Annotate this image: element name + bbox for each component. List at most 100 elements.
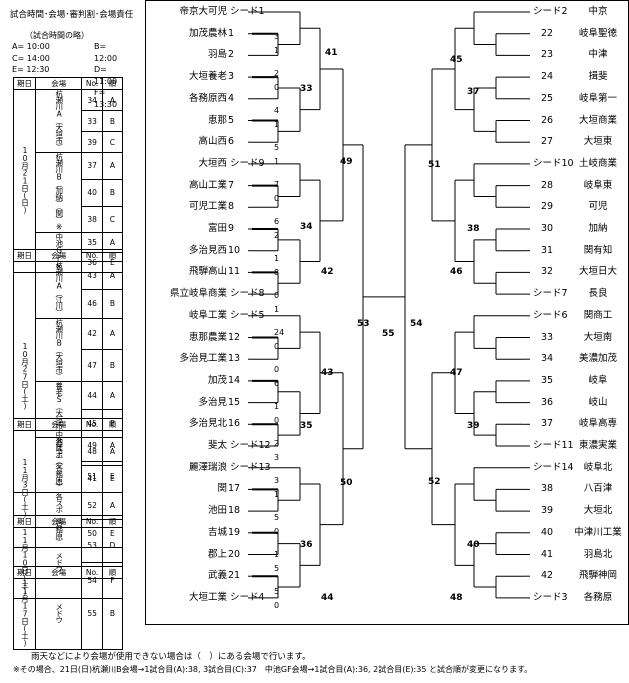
right-team-seed: 32 (541, 266, 554, 278)
left-score: 0 (274, 365, 280, 374)
match-number-cell: 53 (81, 526, 103, 564)
left-team-seed: シード13 (230, 461, 271, 473)
left-score: 1 (274, 157, 280, 166)
schedule-header-no: No. (81, 566, 103, 579)
left-team-name: 大垣養老 (188, 71, 227, 83)
left-team-name: 多治見工業 (179, 353, 227, 365)
right-team-seed: 27 (541, 136, 554, 148)
right-team-seed: 22 (541, 27, 554, 39)
left-score: 5 (274, 143, 280, 152)
right-team-name: 関商工 (583, 309, 613, 321)
right-team-seed: 38 (541, 483, 554, 495)
match-number-label: 51 (428, 160, 441, 170)
left-team-seed: 9 (228, 223, 235, 234)
right-team-seed: 39 (541, 505, 554, 517)
right-team-name: 岐阜聖徳 (578, 27, 617, 39)
left-team-seed: 4 (228, 92, 235, 104)
match-number-label: 48 (450, 593, 463, 603)
match-number-cell: 52 (81, 491, 103, 520)
left-score: 5 (274, 513, 280, 522)
time-c: C= 14:00 (12, 53, 50, 63)
match-number-label: 38 (467, 224, 480, 234)
right-team-seed: 30 (541, 223, 554, 234)
right-team-name: 飛騨神岡 (578, 570, 617, 582)
schedule-venue: 中池陸上（・・・） (54, 431, 64, 490)
left-score: 1 (274, 254, 280, 263)
right-team-name: 関有知 (583, 244, 613, 256)
left-team-seed: 10 (228, 244, 241, 256)
left-team-seed: シード12 (230, 440, 271, 451)
left-score: 6 (274, 379, 280, 388)
left-team-seed: 16 (228, 418, 241, 430)
left-team-seed: 2 (228, 49, 235, 61)
match-number-label: 55 (382, 329, 395, 339)
schedule-venue: メドウ (54, 552, 64, 572)
left-team-seed: 15 (228, 396, 241, 408)
match-number-label: 39 (467, 421, 480, 431)
right-team-name: 八百津 (583, 483, 613, 495)
time-e: E= 12:30 (12, 65, 50, 74)
note-change: ※その場合、21日(日)杭瀬川B会場→1試合目(A):38, 3試合目(C):3… (13, 665, 533, 674)
right-team-name: 東濃実業 (578, 440, 617, 451)
left-score: 1 (274, 550, 280, 559)
note-rain: 雨天などにより会場が使用できない場合は（ ）にある会場で行います。 (31, 652, 311, 662)
schedule-venue: メドウ (54, 603, 64, 623)
right-team-name: 可児 (588, 201, 608, 213)
match-number-label: 47 (450, 368, 463, 378)
right-team-name: 岐阜 (588, 374, 608, 386)
right-team-seed: シード3 (533, 591, 568, 603)
left-score: 2 (274, 231, 280, 240)
schedule-venue: 杭瀬川A（大垣市） (54, 90, 64, 150)
right-team-seed: 26 (541, 114, 554, 126)
left-score: 1 (274, 46, 280, 55)
left-team-name: 岐阜工業 (188, 309, 227, 321)
match-order-cell: B (101, 289, 124, 319)
left-team-seed: 21 (228, 570, 241, 582)
left-score: 24 (274, 328, 285, 337)
match-number-label: 44 (321, 593, 334, 603)
right-team-name: 岐阜東 (583, 179, 613, 191)
right-team-name: 揖斐 (588, 71, 608, 83)
left-team-name: 飛騨高山 (188, 266, 227, 278)
right-team-seed: 29 (541, 201, 554, 213)
right-team-seed: 35 (541, 374, 554, 386)
right-team-seed: シード2 (533, 6, 568, 17)
time-a: A= 10:00 (12, 42, 50, 51)
right-team-seed: 42 (541, 570, 554, 582)
schedule-date: 11月17日(土) (20, 579, 30, 647)
right-team-seed: 31 (541, 244, 554, 256)
left-team-name: 斐太 (207, 440, 227, 451)
match-number-label: 33 (300, 84, 313, 94)
left-team-name: 多治見 (198, 396, 227, 408)
right-team-seed: シード6 (533, 309, 568, 321)
left-team-seed: シード1 (230, 6, 265, 17)
left-team-name: 羽島 (207, 49, 227, 61)
right-team-name: 岐阜北 (583, 461, 613, 473)
left-score: 0 (274, 342, 280, 351)
left-team-name: 多治見北 (188, 418, 227, 430)
left-team-name: 可児工業 (188, 201, 227, 213)
left-team-seed: 6 (228, 136, 235, 148)
time-b: B= 12:00 (94, 42, 118, 63)
schedule-venue: 杭瀬川B（大垣市） (54, 318, 64, 379)
left-team-name: 池田 (207, 505, 227, 517)
left-score: 0 (274, 83, 280, 92)
match-order-cell: A (101, 232, 124, 254)
match-number-label: 54 (410, 319, 423, 329)
match-order-cell: B (101, 578, 124, 650)
left-team-seed: シード8 (230, 288, 265, 300)
match-number-label: 43 (321, 368, 334, 378)
right-team-name: 大垣商業 (578, 114, 617, 126)
left-score: 1 (274, 120, 280, 129)
match-number-cell: 46 (81, 289, 103, 319)
schedule-venue: 養老S（大垣市） (54, 381, 64, 436)
right-team-seed: 33 (541, 331, 554, 343)
left-score: 8 (274, 268, 280, 277)
left-team-name: 関 (217, 483, 227, 495)
match-order-cell: C (101, 131, 124, 153)
left-team-seed: 12 (228, 331, 241, 343)
